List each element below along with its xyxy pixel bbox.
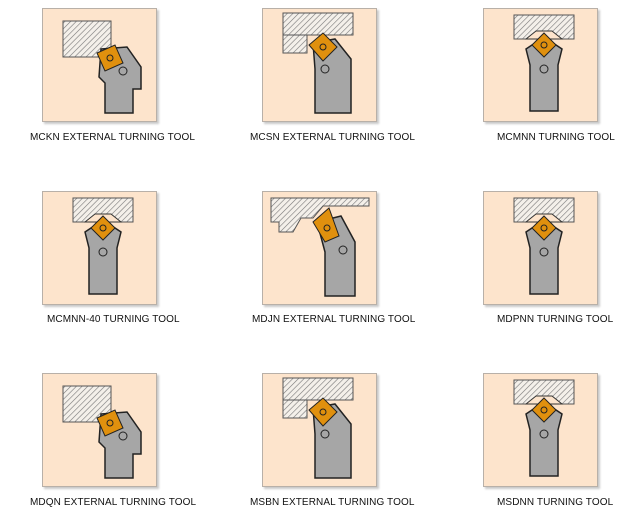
- tool-caption: MCMNN-40 TURNING TOOL: [47, 314, 180, 325]
- turning-tool-illustration: [270, 197, 370, 297]
- tool-image: [262, 8, 377, 122]
- turning-tool-illustration: [72, 197, 134, 295]
- tool-caption: MCSN EXTERNAL TURNING TOOL: [250, 132, 416, 143]
- tool-caption: MSDNN TURNING TOOL: [497, 497, 614, 508]
- turning-tool-illustration: [513, 14, 575, 112]
- turning-tool-illustration: [282, 12, 354, 114]
- tool-image: [42, 8, 157, 122]
- tool-caption: MDQN EXTERNAL TURNING TOOL: [30, 497, 197, 508]
- tool-image: [262, 191, 377, 305]
- tool-image: [483, 373, 598, 487]
- tool-image: [42, 373, 157, 487]
- tool-caption: MCKN EXTERNAL TURNING TOOL: [30, 132, 196, 143]
- tool-caption: MCMNN TURNING TOOL: [497, 132, 615, 143]
- turning-tool-illustration: [513, 379, 575, 477]
- tool-image: [262, 373, 377, 487]
- turning-tool-illustration: [513, 197, 575, 295]
- tool-image: [42, 191, 157, 305]
- turning-tool-illustration: [62, 20, 142, 114]
- turning-tool-illustration: [62, 385, 142, 479]
- tool-caption: MSBN EXTERNAL TURNING TOOL: [250, 497, 415, 508]
- tool-caption: MDJN EXTERNAL TURNING TOOL: [252, 314, 416, 325]
- tool-image: [483, 8, 598, 122]
- turning-tool-illustration: [282, 377, 354, 479]
- tool-caption: MDPNN TURNING TOOL: [497, 314, 614, 325]
- tool-image: [483, 191, 598, 305]
